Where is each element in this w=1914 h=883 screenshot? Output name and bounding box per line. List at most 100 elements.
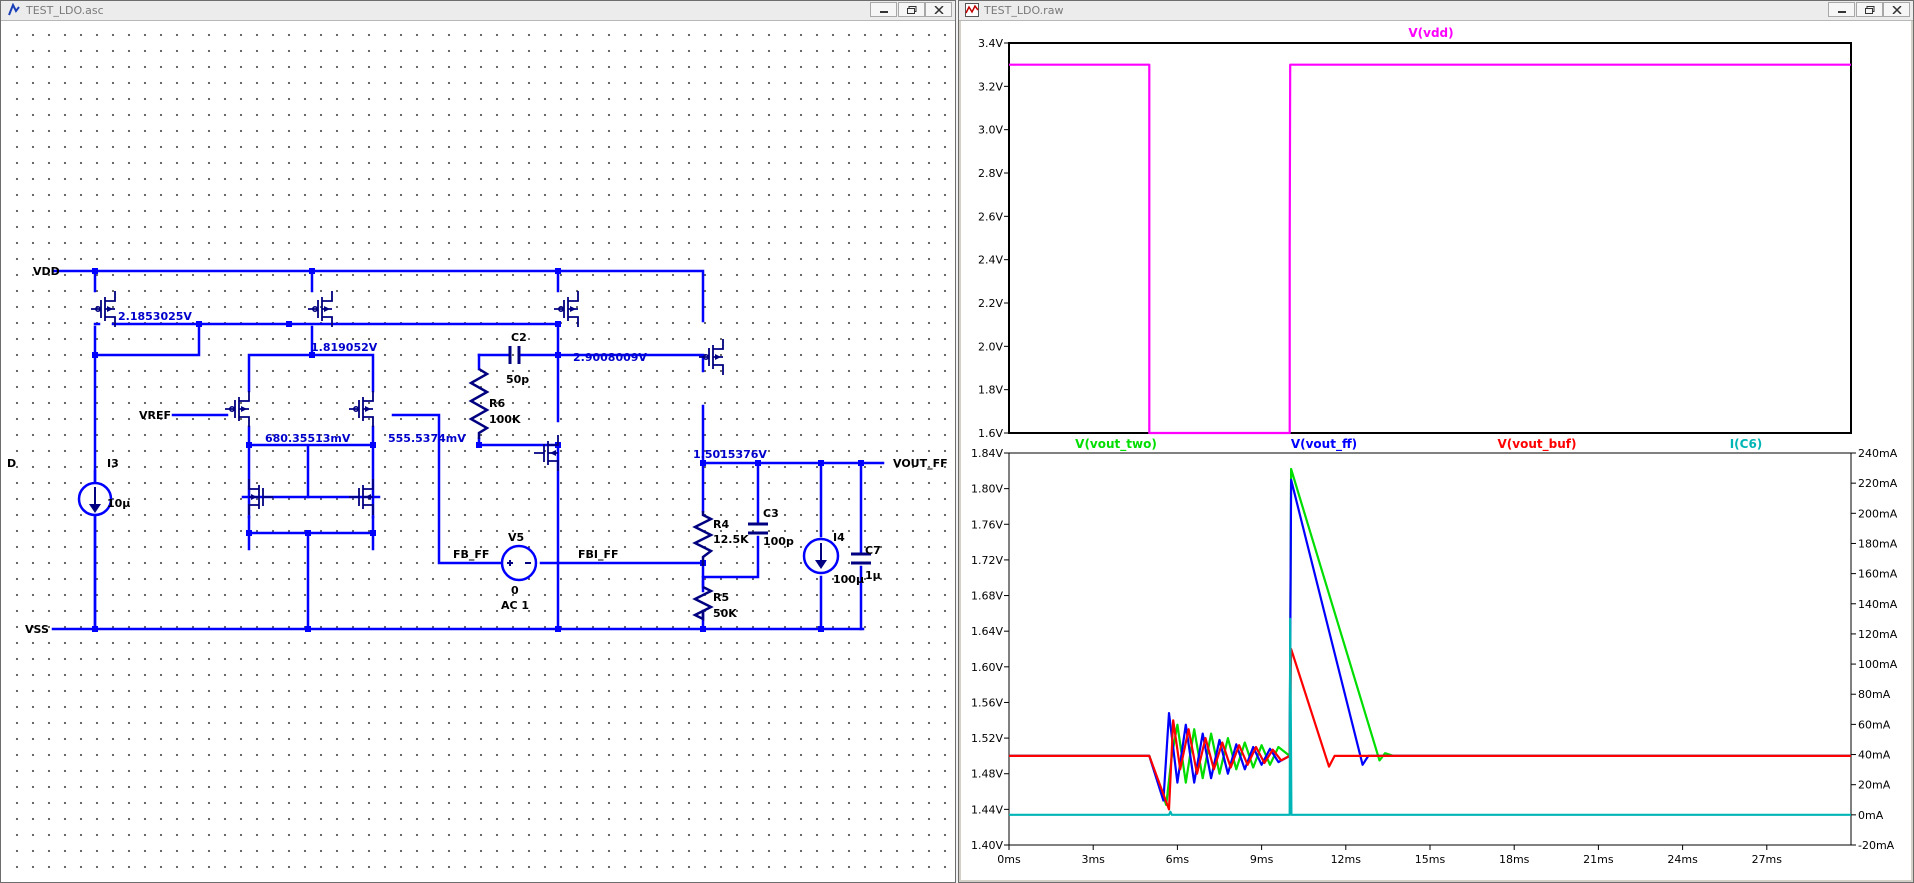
y-tick-label: 1.68V: [971, 590, 1003, 603]
y2-tick-label: 100mA: [1858, 658, 1898, 671]
c7-name: C7: [865, 544, 881, 557]
x-tick-label: 15ms: [1415, 853, 1446, 866]
waveform-titlebar[interactable]: TEST_LDO.raw: [959, 1, 1913, 21]
x-tick-label: 3ms: [1081, 853, 1105, 866]
trace-label-vout-ff[interactable]: V(vout_ff): [1291, 437, 1357, 452]
mosfet-m10[interactable]: [533, 434, 559, 472]
trace-label-vout-buf[interactable]: V(vout_buf): [1498, 437, 1577, 452]
trace-label-ic6[interactable]: I(C6): [1730, 437, 1763, 451]
y2-tick-label: 20mA: [1858, 779, 1891, 792]
trace-label-vout-two[interactable]: V(vout_two): [1075, 437, 1157, 452]
capacitor-c3[interactable]: [748, 522, 768, 535]
node-voltage-5: 555.5374mV: [388, 432, 466, 445]
y-tick-label: 3.4V: [978, 37, 1003, 50]
node-voltage-6: 1.5015376V: [693, 448, 767, 461]
y-tick-label: 1.80V: [971, 483, 1003, 496]
y2-tick-label: 80mA: [1858, 688, 1891, 701]
i3-value: 10µ: [107, 497, 130, 510]
i4-value: 100µ: [833, 573, 864, 586]
current-source-i3[interactable]: [77, 481, 113, 517]
y2-tick-label: 40mA: [1858, 749, 1891, 762]
x-tick-label: 18ms: [1499, 853, 1530, 866]
schematic-canvas[interactable]: VDD VSS VREF VOUT_FF FB_FF FBI_FF D 2.18…: [3, 21, 953, 880]
r5-name: R5: [713, 591, 729, 604]
net-label-fb-ff: FB_FF: [453, 548, 489, 561]
bottom-pane-traces: [1009, 467, 1851, 816]
y2-tick-label: 220mA: [1858, 477, 1898, 490]
y2-tick-label: 240mA: [1858, 447, 1898, 460]
junction-dots: [92, 268, 864, 632]
y-tick-label: 3.2V: [978, 80, 1003, 93]
c2-name: C2: [511, 331, 527, 344]
minimize-button[interactable]: [870, 2, 897, 17]
y-tick-label: 2.6V: [978, 210, 1003, 223]
minimize-icon: [1838, 11, 1846, 13]
node-voltage-4: 680.35513mV: [265, 432, 351, 445]
y-tick-label: 1.8V: [978, 384, 1003, 397]
schematic-window[interactable]: TEST_LDO.asc: [0, 0, 956, 883]
mosfet-diff-right[interactable]: [348, 390, 374, 428]
resistor-r5[interactable]: [692, 585, 714, 622]
voltage-source-v5[interactable]: [500, 544, 538, 582]
maximize-button[interactable]: [898, 2, 925, 17]
x-tick-label: 0ms: [997, 853, 1021, 866]
c2-value: 50p: [506, 373, 529, 386]
capacitor-c7[interactable]: [851, 552, 871, 565]
close-icon: [934, 6, 944, 14]
capacitor-c2[interactable]: [508, 346, 521, 364]
y2-tick-label: 140mA: [1858, 598, 1898, 611]
y-tick-label: 1.40V: [971, 839, 1003, 852]
y2-tick-label: -20mA: [1858, 839, 1895, 852]
schematic-titlebar[interactable]: TEST_LDO.asc: [1, 1, 955, 21]
y2-tick-label: 60mA: [1858, 718, 1891, 731]
y-tick-label: 1.56V: [971, 696, 1003, 709]
net-label-vout-ff: VOUT_FF: [893, 457, 948, 470]
top-pane-trace-label[interactable]: V(vdd): [1408, 26, 1453, 40]
y-tick-label: 3.0V: [978, 124, 1003, 137]
close-button[interactable]: [1883, 2, 1910, 17]
node-voltage-3: 2.9008009V: [573, 351, 647, 364]
mosfet-diff-left[interactable]: [224, 390, 250, 428]
node-voltage-2: 1.819052V: [311, 341, 378, 354]
y2-tick-label: 200mA: [1858, 507, 1898, 520]
bottom-pane-y2-axis: -20mA0mA20mA40mA60mA80mA100mA120mA140mA1…: [1851, 447, 1898, 852]
x-tick-label: 12ms: [1331, 853, 1362, 866]
trace-i-c6: [1009, 617, 1851, 816]
r6-value: 100K: [489, 413, 521, 426]
resistor-r4[interactable]: [692, 511, 714, 566]
r5-value: 50K: [713, 607, 737, 620]
waveform-app-icon: [965, 3, 979, 17]
y2-tick-label: 120mA: [1858, 628, 1898, 641]
schematic-window-title: TEST_LDO.asc: [26, 4, 104, 17]
trace-v-vout-ff: [1009, 478, 1851, 802]
waveform-window-title: TEST_LDO.raw: [984, 4, 1064, 17]
close-button[interactable]: [925, 2, 952, 17]
resistor-r6[interactable]: [468, 367, 490, 439]
v5-name: V5: [508, 531, 524, 544]
net-label-vdd: VDD: [33, 265, 60, 278]
close-icon: [1892, 6, 1902, 14]
mosfet-m1[interactable]: [90, 290, 116, 328]
y-tick-label: 1.6V: [978, 427, 1003, 440]
x-tick-label: 27ms: [1752, 853, 1783, 866]
i3-name: I3: [107, 457, 119, 470]
y2-tick-label: 160mA: [1858, 568, 1898, 581]
y-tick-label: 1.48V: [971, 768, 1003, 781]
maximize-button[interactable]: [1856, 2, 1883, 17]
mosfet-m2[interactable]: [307, 290, 333, 328]
r4-name: R4: [713, 518, 729, 531]
c3-value: 100p: [763, 535, 794, 548]
schematic-app-icon: [7, 2, 21, 17]
v5-value: 0: [511, 584, 519, 597]
current-source-i4[interactable]: [802, 537, 840, 575]
restore-icon: [907, 6, 917, 14]
minimize-button[interactable]: [1828, 2, 1855, 17]
c7-value: 1µ: [865, 569, 881, 582]
y-tick-label: 1.44V: [971, 803, 1003, 816]
x-tick-label: 6ms: [1166, 853, 1190, 866]
y-tick-label: 1.76V: [971, 518, 1003, 531]
top-pane-y-axis: 1.6V1.8V2.0V2.2V2.4V2.6V2.8V3.0V3.2V3.4V: [978, 37, 1009, 440]
y-tick-label: 1.72V: [971, 554, 1003, 567]
